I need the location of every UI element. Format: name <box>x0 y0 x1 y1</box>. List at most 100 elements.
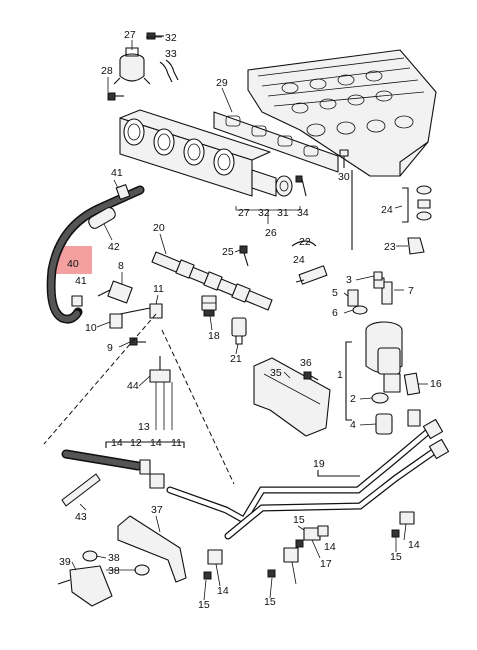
callout-32b: 32 <box>258 207 270 219</box>
part-3-bolt <box>373 271 383 281</box>
part-21-injector <box>231 317 247 345</box>
part-9-bolt <box>129 337 146 346</box>
part-19-fuel-lines <box>166 418 450 540</box>
part-29-gasket <box>213 111 339 173</box>
leader-lines <box>71 36 428 601</box>
part-15-clamp-right <box>391 511 415 538</box>
callout-16: 16 <box>430 378 442 390</box>
callout-35: 35 <box>270 367 282 379</box>
callout-8: 8 <box>118 260 124 272</box>
part-15-clamp-upper <box>295 525 329 548</box>
callout-15a: 15 <box>293 514 305 526</box>
callout-13: 13 <box>138 421 150 433</box>
callout-31: 31 <box>277 207 289 219</box>
part-38-grommet-bottom <box>134 564 150 576</box>
callout-11: 11 <box>153 283 164 295</box>
part-42-sleeve <box>88 207 116 229</box>
callout-28: 28 <box>101 65 113 77</box>
part-4-cup <box>375 413 393 435</box>
part-2-ring <box>371 392 389 404</box>
callout-27b: 27 <box>238 207 250 219</box>
part-25-bolt <box>239 245 249 267</box>
callout-15c: 15 <box>198 599 210 611</box>
part-23-clip <box>407 237 425 255</box>
callout-43: 43 <box>75 511 87 523</box>
callout-6: 6 <box>332 307 338 319</box>
part-15-clamp-mid <box>267 547 299 578</box>
part-27-housing <box>113 47 151 85</box>
bracket-1 <box>345 341 352 421</box>
part-31-seal <box>275 175 293 197</box>
callout-15b: 15 <box>390 551 402 563</box>
cylinder-head <box>247 49 437 177</box>
part-5-fitting <box>347 289 359 307</box>
callout-14e: 14 <box>217 585 229 597</box>
callout-14c: 14 <box>324 541 336 553</box>
callout-1: 1 <box>337 369 343 381</box>
part-30-stud <box>339 149 349 168</box>
callout-labels: 27 32 33 28 29 30 27 32 31 34 26 24 23 4… <box>59 29 442 611</box>
callout-38b: 38 <box>108 565 120 577</box>
callout-36: 36 <box>300 357 312 369</box>
link-10-11 <box>119 307 151 315</box>
callout-33: 33 <box>165 48 177 60</box>
part-20-fuel-rail <box>151 251 273 311</box>
callout-40: 40 <box>67 258 79 270</box>
callout-10: 10 <box>85 322 97 334</box>
callout-41b: 41 <box>75 275 87 287</box>
callout-14d: 14 <box>408 539 420 551</box>
part-35-bracket <box>253 357 331 437</box>
callout-23: 23 <box>384 241 396 253</box>
callout-38a: 38 <box>108 552 120 564</box>
part-24-seals <box>402 185 432 223</box>
callout-3: 3 <box>346 274 352 286</box>
part-10-fitting <box>109 313 123 329</box>
callout-41a: 41 <box>111 167 123 179</box>
callout-24b: 24 <box>293 254 305 266</box>
callout-22: 22 <box>299 236 311 248</box>
part-32-screw <box>146 32 164 40</box>
callout-26: 26 <box>265 227 277 239</box>
part-39-bracket <box>57 565 113 607</box>
callout-4: 4 <box>350 419 356 431</box>
callout-18: 18 <box>208 330 220 342</box>
part-11-clip <box>149 303 163 319</box>
callout-2: 2 <box>350 393 356 405</box>
callout-39: 39 <box>59 556 71 568</box>
part-41-clamp-bottom <box>71 295 83 307</box>
callout-24: 24 <box>381 204 393 216</box>
callout-30: 30 <box>338 171 350 183</box>
callout-21: 21 <box>230 353 242 365</box>
leader-19 <box>317 470 360 477</box>
callout-7: 7 <box>408 285 414 297</box>
callout-25: 25 <box>222 246 234 258</box>
part-13-hose <box>61 449 165 489</box>
high-pressure-pump <box>365 321 403 393</box>
callout-29: 29 <box>216 77 228 89</box>
callout-19: 19 <box>313 458 325 470</box>
callout-17: 17 <box>320 558 332 570</box>
part-38-grommet-top <box>82 550 98 562</box>
dashed-line-left <box>43 313 157 445</box>
intake-manifold <box>119 109 277 197</box>
part-22-sensor <box>291 240 328 285</box>
callout-14a: 14 <box>111 437 123 449</box>
part-40-hose <box>46 185 145 324</box>
part-16-connector <box>403 372 421 427</box>
callout-5: 5 <box>332 287 338 299</box>
part-41-clamp-top <box>115 184 131 200</box>
part-18-injector <box>201 295 217 317</box>
part-43-tool <box>61 473 101 507</box>
callout-37: 37 <box>151 504 163 516</box>
callout-42: 42 <box>108 241 120 253</box>
callout-32a: 32 <box>165 32 177 44</box>
callout-34: 34 <box>297 207 309 219</box>
dashed-line-right <box>161 329 235 485</box>
bracket-13 <box>105 441 185 448</box>
part-8-valve <box>97 280 133 304</box>
part-44-connector <box>149 356 173 430</box>
part-7-fitting <box>373 277 393 305</box>
callout-44: 44 <box>127 380 139 392</box>
callout-11b: 11 <box>171 437 182 449</box>
